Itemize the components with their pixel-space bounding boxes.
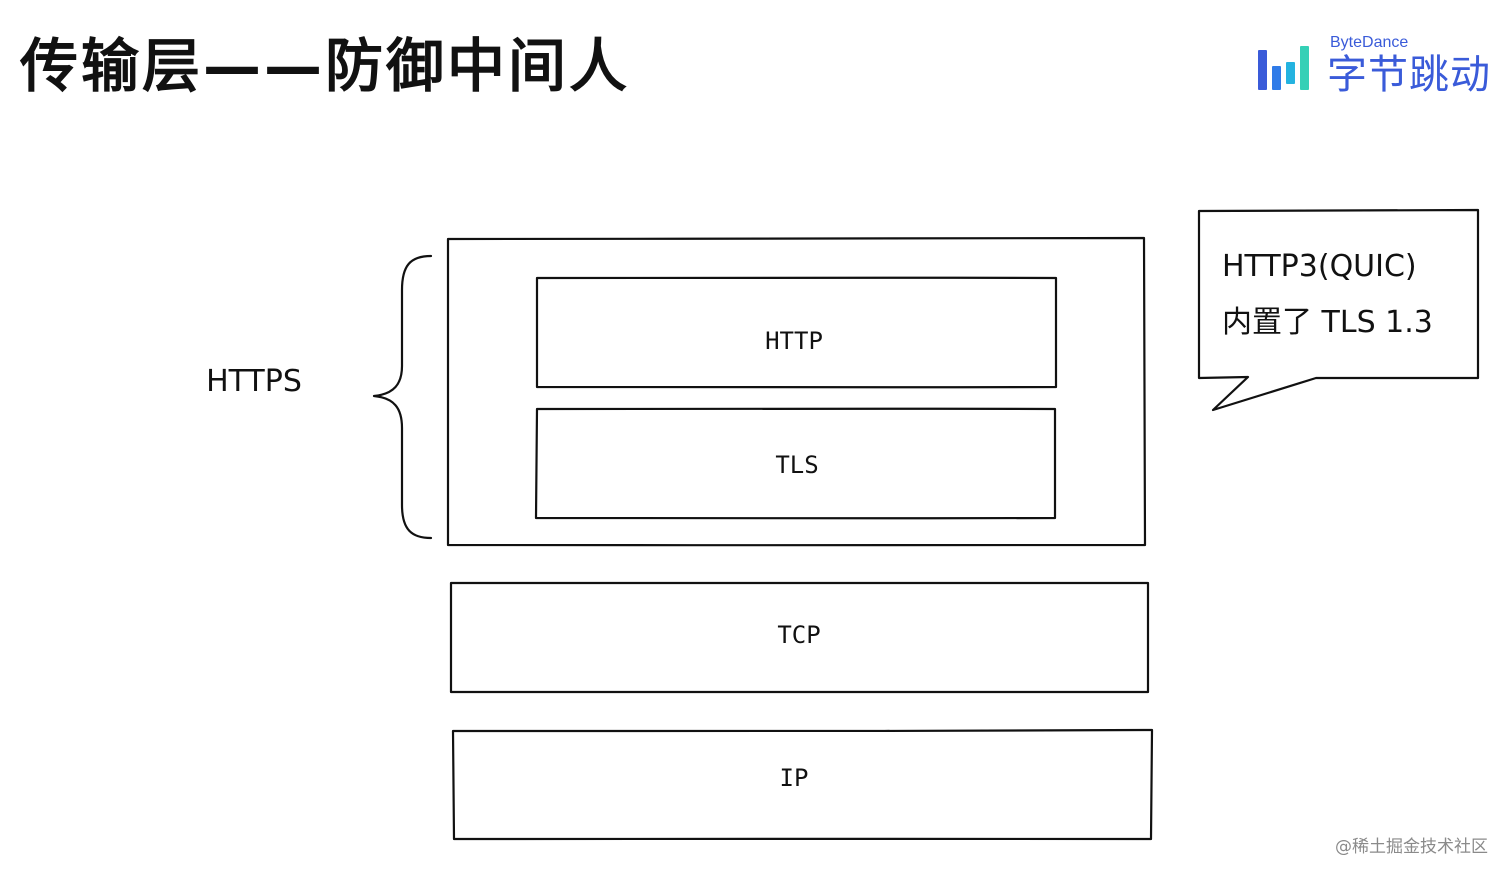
logo-bar-1 [1258, 50, 1267, 90]
callout-line-2: 内置了 TLS 1.3 [1222, 305, 1433, 340]
ip-layer-label: IP [780, 764, 809, 792]
tls-layer-box [534, 407, 1057, 520]
ip-layer-box [451, 728, 1154, 841]
http-layer-box [535, 276, 1058, 389]
bytedance-logo-icon [1258, 46, 1309, 90]
tcp-layer-box [449, 581, 1150, 694]
logo-bar-2 [1272, 66, 1281, 90]
logo-text-cn: 字节跳动 [1327, 52, 1491, 98]
https-brace [372, 254, 433, 540]
https-group-label: HTTPS [206, 364, 302, 399]
tcp-layer-label: TCP [777, 621, 820, 649]
tls-layer-label: TLS [775, 451, 818, 479]
http-layer-label: HTTP [765, 327, 823, 355]
bytedance-logo: ByteDance 字节跳动 [1255, 32, 1495, 102]
logo-bar-4 [1300, 46, 1309, 90]
watermark: @稀土掘金技术社区 [1335, 837, 1488, 857]
logo-text-en: ByteDance [1330, 34, 1409, 51]
logo-bar-3 [1286, 62, 1295, 84]
callout-line-1: HTTP3(QUIC) [1222, 249, 1417, 284]
slide-title: 传输层——防御中间人 [20, 32, 631, 100]
https-container-box [446, 236, 1147, 547]
callout-bubble [1197, 208, 1480, 412]
